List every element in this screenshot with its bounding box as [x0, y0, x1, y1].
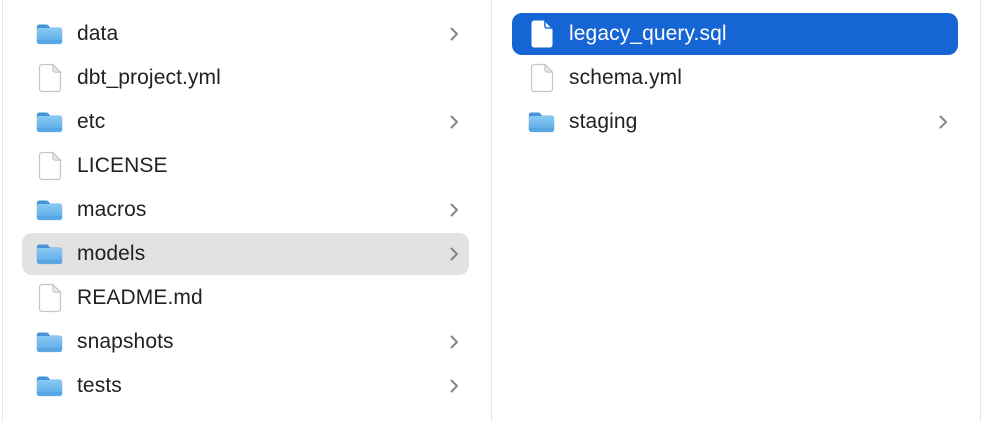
folder-icon	[36, 19, 63, 49]
file-label: snapshots	[77, 330, 174, 353]
chevron-right-icon	[449, 114, 459, 130]
file-label: tests	[77, 374, 122, 397]
folder-row[interactable]: snapshots	[0, 320, 491, 364]
file-row[interactable]: dbt_project.yml	[0, 56, 491, 100]
file-label: staging	[569, 110, 638, 133]
folder-row[interactable]: tests	[0, 364, 491, 408]
folder-row[interactable]: models	[0, 232, 491, 276]
chevron-right-icon	[449, 26, 459, 42]
document-icon	[36, 63, 63, 93]
file-label: dbt_project.yml	[77, 66, 221, 89]
file-label: etc	[77, 110, 106, 133]
folder-icon	[36, 239, 63, 269]
chevron-right-icon	[449, 334, 459, 350]
file-label: macros	[77, 198, 147, 221]
file-row[interactable]: schema.yml	[492, 56, 980, 100]
file-label: data	[77, 22, 119, 45]
folder-icon	[36, 371, 63, 401]
document-icon	[528, 63, 555, 93]
folder-icon	[36, 107, 63, 137]
folder-row[interactable]: etc	[0, 100, 491, 144]
folder-row[interactable]: staging	[492, 100, 980, 144]
finder-column-child: legacy_query.sql schema.yml staging	[492, 12, 980, 144]
window-edge-divider	[2, 0, 3, 422]
column-resize-divider[interactable]	[491, 0, 492, 422]
file-label: LICENSE	[77, 154, 168, 177]
file-row[interactable]: LICENSE	[0, 144, 491, 188]
folder-row[interactable]: data	[0, 12, 491, 56]
chevron-right-icon	[938, 114, 948, 130]
column-resize-divider[interactable]	[980, 0, 981, 422]
selection-highlight	[22, 233, 469, 275]
file-label: schema.yml	[569, 66, 683, 89]
document-icon	[36, 151, 63, 181]
folder-icon	[36, 327, 63, 357]
file-row[interactable]: legacy_query.sql	[492, 12, 980, 56]
folder-row[interactable]: macros	[0, 188, 491, 232]
document-icon	[36, 283, 63, 313]
chevron-right-icon	[449, 202, 459, 218]
folder-icon	[528, 107, 555, 137]
selection-highlight	[512, 13, 958, 55]
chevron-right-icon	[449, 246, 459, 262]
file-label: README.md	[77, 286, 203, 309]
finder-column-parent: data dbt_project.yml etc LICENSE macros	[0, 12, 491, 408]
file-label: legacy_query.sql	[569, 22, 727, 45]
folder-icon	[36, 195, 63, 225]
file-row[interactable]: README.md	[0, 276, 491, 320]
file-label: models	[77, 242, 146, 265]
chevron-right-icon	[449, 378, 459, 394]
document-icon	[528, 19, 555, 49]
